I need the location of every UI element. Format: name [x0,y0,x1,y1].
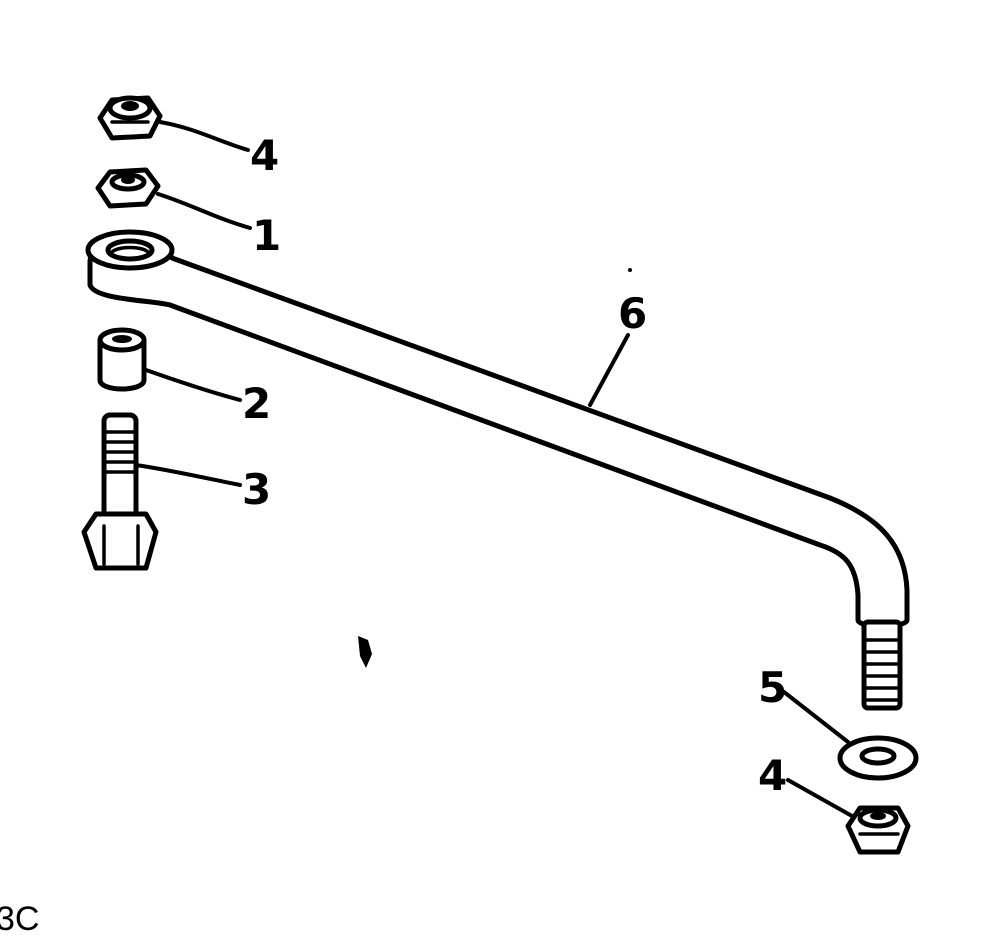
link-rod-part [85,229,910,711]
leader-link-rod [588,333,630,407]
callout-washer: 5 [758,663,787,712]
callout-bushing: 2 [242,379,271,428]
leader-washer [782,690,850,744]
leader-lines [134,120,854,818]
bushing-part [97,327,147,392]
callout-upper-hex-nut: 1 [252,211,281,260]
corner-code: 3C [0,900,39,936]
leader-bolt [134,463,242,487]
leader-bushing [144,368,242,402]
leader-lower-locknut [786,778,854,818]
upper-hex-nut-part [95,167,161,209]
callout-link-rod: 6 [618,289,647,338]
lower-locknut-part [845,805,911,855]
leader-upper-locknut [158,120,250,152]
washer-part [837,735,919,781]
leader-upper-hex-nut [156,192,252,230]
upper-locknut-part [97,95,163,141]
bolt-part [81,412,159,571]
scan-marks [358,268,632,668]
callout-upper-locknut: 4 [250,131,279,180]
callout-bolt: 3 [242,465,271,514]
callout-lower-locknut: 4 [758,751,787,800]
